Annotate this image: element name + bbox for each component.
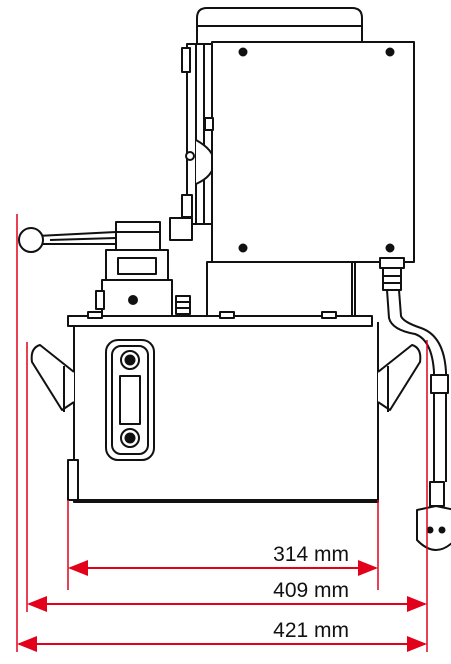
sight-glass [105,339,155,461]
handle-left [30,344,75,412]
motor-housing [181,7,363,225]
dimension-label-409: 409 mm [273,579,349,602]
screw-icon [238,47,248,57]
hose [379,257,449,482]
dimension-lines [17,560,427,652]
valve-block [18,217,193,323]
plug-icon [416,481,451,551]
screw-icon [385,47,395,57]
dimension-label-421: 421 mm [273,619,349,642]
extension-lines [16,214,428,652]
lever-knob-icon [18,227,44,253]
screw-icon [238,243,248,253]
screw-icon [385,243,395,253]
handle-right [377,344,422,412]
dimension-label-314: 314 mm [273,543,349,566]
screw-icon [128,295,138,305]
electrical-box [204,41,415,273]
